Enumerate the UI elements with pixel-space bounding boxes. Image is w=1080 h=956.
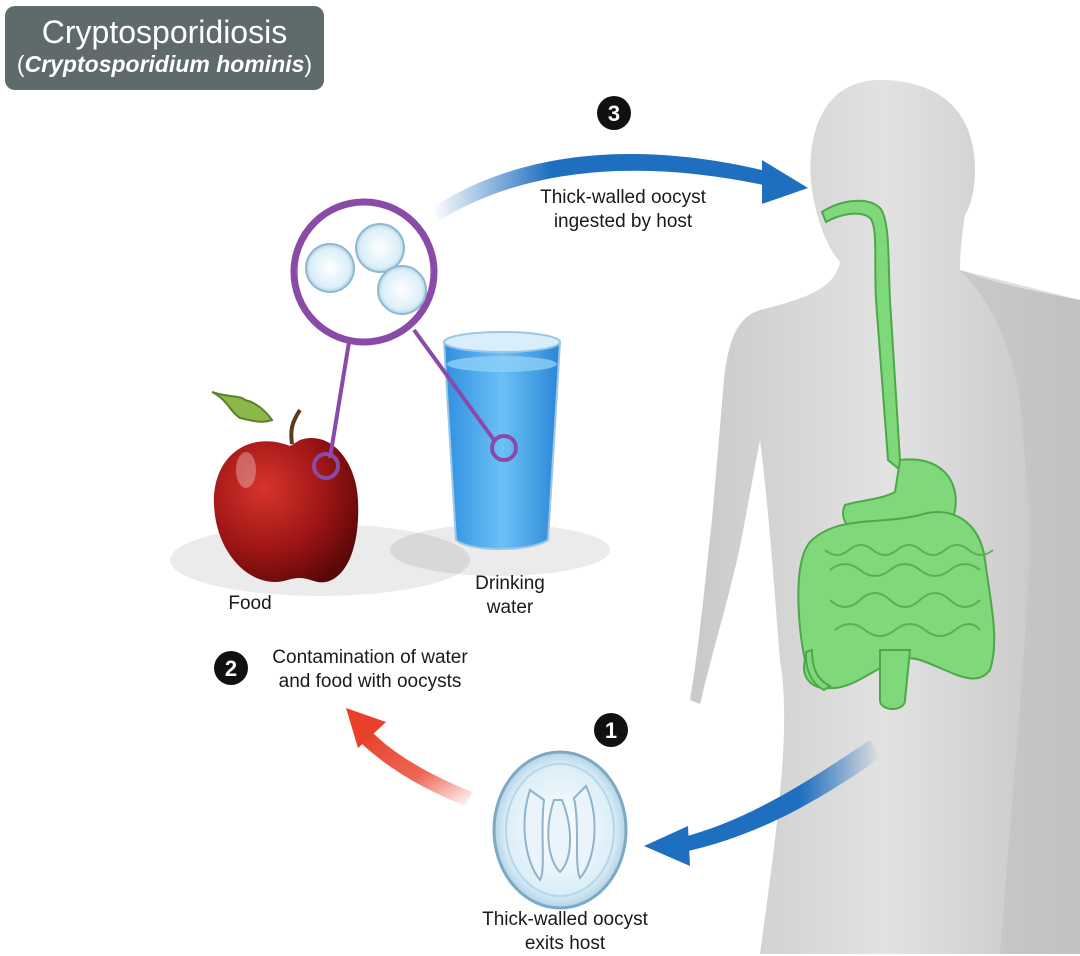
drinking-water-line1: Drinking <box>460 572 560 596</box>
step-1-line1: Thick-walled oocyst <box>462 908 668 932</box>
food-label: Food <box>210 592 290 616</box>
oocyst-small-3 <box>378 266 426 314</box>
step-3-label: Thick-walled oocyst ingested by host <box>518 186 728 234</box>
oocyst-small-2 <box>356 224 404 272</box>
step-1-number: 1 <box>605 718 617 743</box>
step-3-line1: Thick-walled oocyst <box>518 186 728 210</box>
diagram-subtitle: (Cryptosporidium hominis) <box>5 50 324 78</box>
oocyst-large <box>494 752 626 908</box>
step-2-line1: Contamination of water <box>252 646 488 670</box>
arrow-contamination <box>346 708 472 806</box>
glass-rim <box>444 332 560 352</box>
arrow-exit-head <box>644 826 690 866</box>
step-badge-3: 3 <box>597 96 631 130</box>
arrow-contamination-shaft <box>362 732 472 806</box>
water-surface <box>447 356 557 372</box>
step-3-number: 3 <box>608 101 620 126</box>
diagram-title: Cryptosporidiosis <box>5 14 324 50</box>
subtitle-open-paren: ( <box>17 51 25 77</box>
subtitle-close-paren: ) <box>304 51 312 77</box>
step-badge-2: 2 <box>214 651 248 685</box>
title-box: Cryptosporidiosis (Cryptosporidium homin… <box>5 6 324 90</box>
rectum <box>880 650 910 709</box>
glass-of-water <box>390 332 610 576</box>
step-1-label: Thick-walled oocyst exits host <box>462 908 668 956</box>
apple-stem <box>291 410 300 444</box>
drinking-water-label: Drinking water <box>460 572 560 620</box>
step-2-label: Contamination of water and food with ooc… <box>252 646 488 694</box>
arrow-ingestion-head <box>762 160 808 204</box>
step-1-line2: exits host <box>462 932 668 956</box>
apple-leaf <box>212 392 272 422</box>
step-2-number: 2 <box>225 656 237 681</box>
glass-body <box>444 342 560 549</box>
step-2-line2: and food with oocysts <box>252 670 488 694</box>
apple-highlight <box>236 452 256 488</box>
step-badge-1: 1 <box>594 713 628 747</box>
oocyst-small-1 <box>306 244 354 292</box>
step-3-line2: ingested by host <box>518 210 728 234</box>
species-name: Cryptosporidium hominis <box>25 51 305 77</box>
magnifier-line-food <box>330 336 350 458</box>
drinking-water-line2: water <box>460 596 560 620</box>
